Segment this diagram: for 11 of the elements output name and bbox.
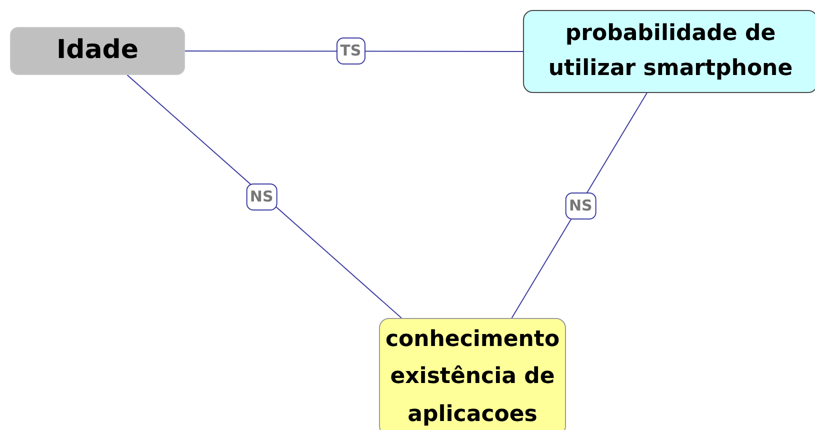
edge-label: NS xyxy=(246,183,278,210)
node-label: conhecimento existência de aplicacoes xyxy=(384,326,561,429)
rounded-box xyxy=(10,27,185,75)
connector-line xyxy=(184,50,524,52)
node-label: Idade xyxy=(56,35,139,67)
edge-label: NS xyxy=(565,192,596,219)
connector-line xyxy=(511,92,648,318)
rounded-box xyxy=(523,10,815,93)
edge-label: TS xyxy=(336,38,366,65)
connector-line xyxy=(126,74,402,318)
node-label: probabilidade de utilizar smartphone xyxy=(547,20,794,82)
